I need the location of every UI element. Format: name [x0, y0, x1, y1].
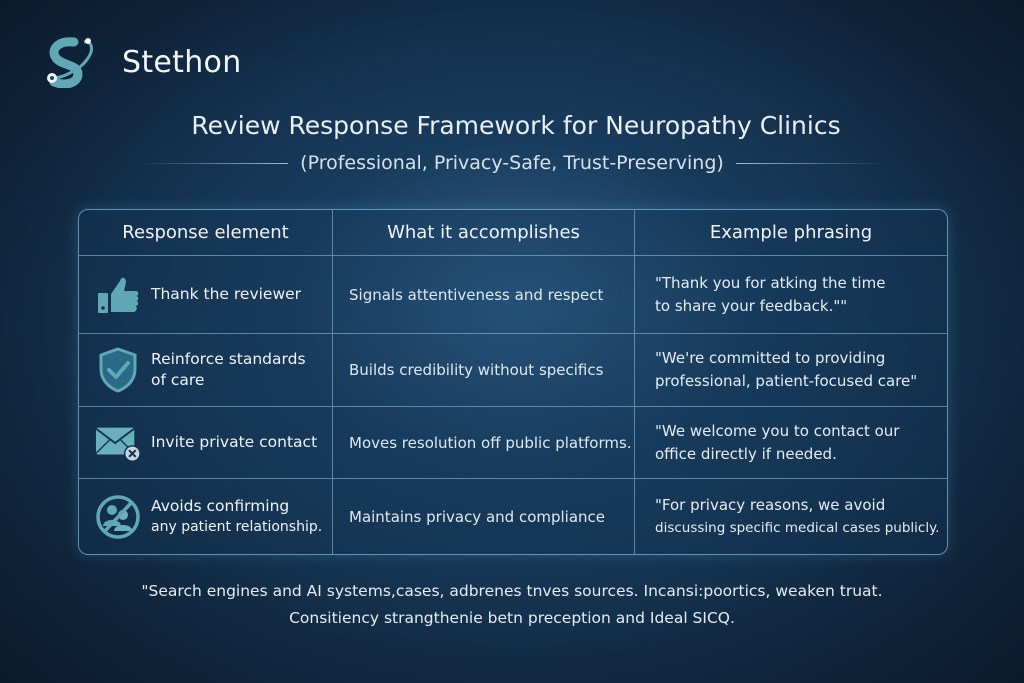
table-row-2-element: Reinforce standards of care [79, 334, 333, 407]
footer-line-2: Consitiency strangthenie betn preception… [289, 609, 735, 627]
page-subtitle: (Professional, Privacy-Safe, Trust-Prese… [300, 152, 724, 174]
element-label-line: Avoids confirming [151, 496, 290, 515]
table-row-4-example: "For privacy reasons, we avoid discussing… [635, 479, 947, 554]
element-label: Invite private contact [151, 433, 318, 451]
table-row-4-accomplishes: Maintains privacy and compliance [333, 479, 635, 554]
no-patient-icon [95, 494, 141, 540]
envelope-x-icon [95, 420, 141, 466]
element-label-line: any patient relationship. [151, 518, 323, 535]
example-line: "For privacy reasons, we avoid [655, 495, 886, 514]
element-label: Reinforce standards of care [151, 349, 306, 391]
example-line: office directly if needed. [655, 444, 837, 463]
column-header-example: Example phrasing [635, 210, 947, 256]
element-label-line: of care [151, 371, 205, 389]
example-line: professional, patient-focused care" [655, 372, 918, 390]
element-label: Avoids confirming any patient relationshi… [151, 496, 322, 538]
table-row-1-accomplishes: Signals attentiveness and respect [333, 256, 635, 334]
footer-line-1: "Search engines and AI systems,cases, ad… [141, 582, 883, 600]
framework-table: Response element What it accomplishes Ex… [78, 209, 948, 555]
example-line: discussing specific medical cases public… [655, 519, 940, 536]
table-row-4-element: Avoids confirming any patient relationshi… [79, 479, 333, 554]
brand-name: Stethon [122, 44, 242, 80]
stethoscope-s-icon [47, 37, 93, 88]
example-line: "Thank you for atking the time [655, 273, 886, 292]
footer-note: "Search engines and AI systems,cases, ad… [0, 578, 1024, 632]
element-label: Thank the reviewer [151, 285, 302, 303]
example-line: "We're committed to providing [655, 349, 886, 367]
table-row-1-example: "Thank you for atking the time to share y… [635, 256, 947, 334]
page-title: Review Response Framework for Neuropathy… [191, 111, 841, 140]
brand-logo: Stethon [44, 36, 242, 88]
shield-check-icon [95, 347, 141, 393]
example-line: "We welcome you to contact our [655, 421, 900, 440]
divider-line-right [735, 162, 886, 164]
subtitle-row: (Professional, Privacy-Safe, Trust-Prese… [0, 152, 1024, 174]
table-row-3-example: "We welcome you to contact our office dir… [635, 407, 947, 479]
column-header-element: Response element [79, 210, 333, 256]
element-label-line: Reinforce standards [151, 350, 306, 368]
table-row-2-example: "We're committed to providing professiona… [635, 334, 947, 407]
table-row-1-element: Thank the reviewer [79, 256, 333, 334]
table-row-2-accomplishes: Builds credibility without specifics [333, 334, 635, 407]
divider-line-left [138, 162, 289, 164]
thumbs-up-icon [95, 272, 141, 318]
column-header-accomplishes: What it accomplishes [333, 210, 635, 256]
table-row-3-element: Invite private contact [79, 407, 333, 479]
example-line: to share your feedback."" [655, 296, 848, 315]
table-row-3-accomplishes: Moves resolution off public platforms. [333, 407, 635, 479]
